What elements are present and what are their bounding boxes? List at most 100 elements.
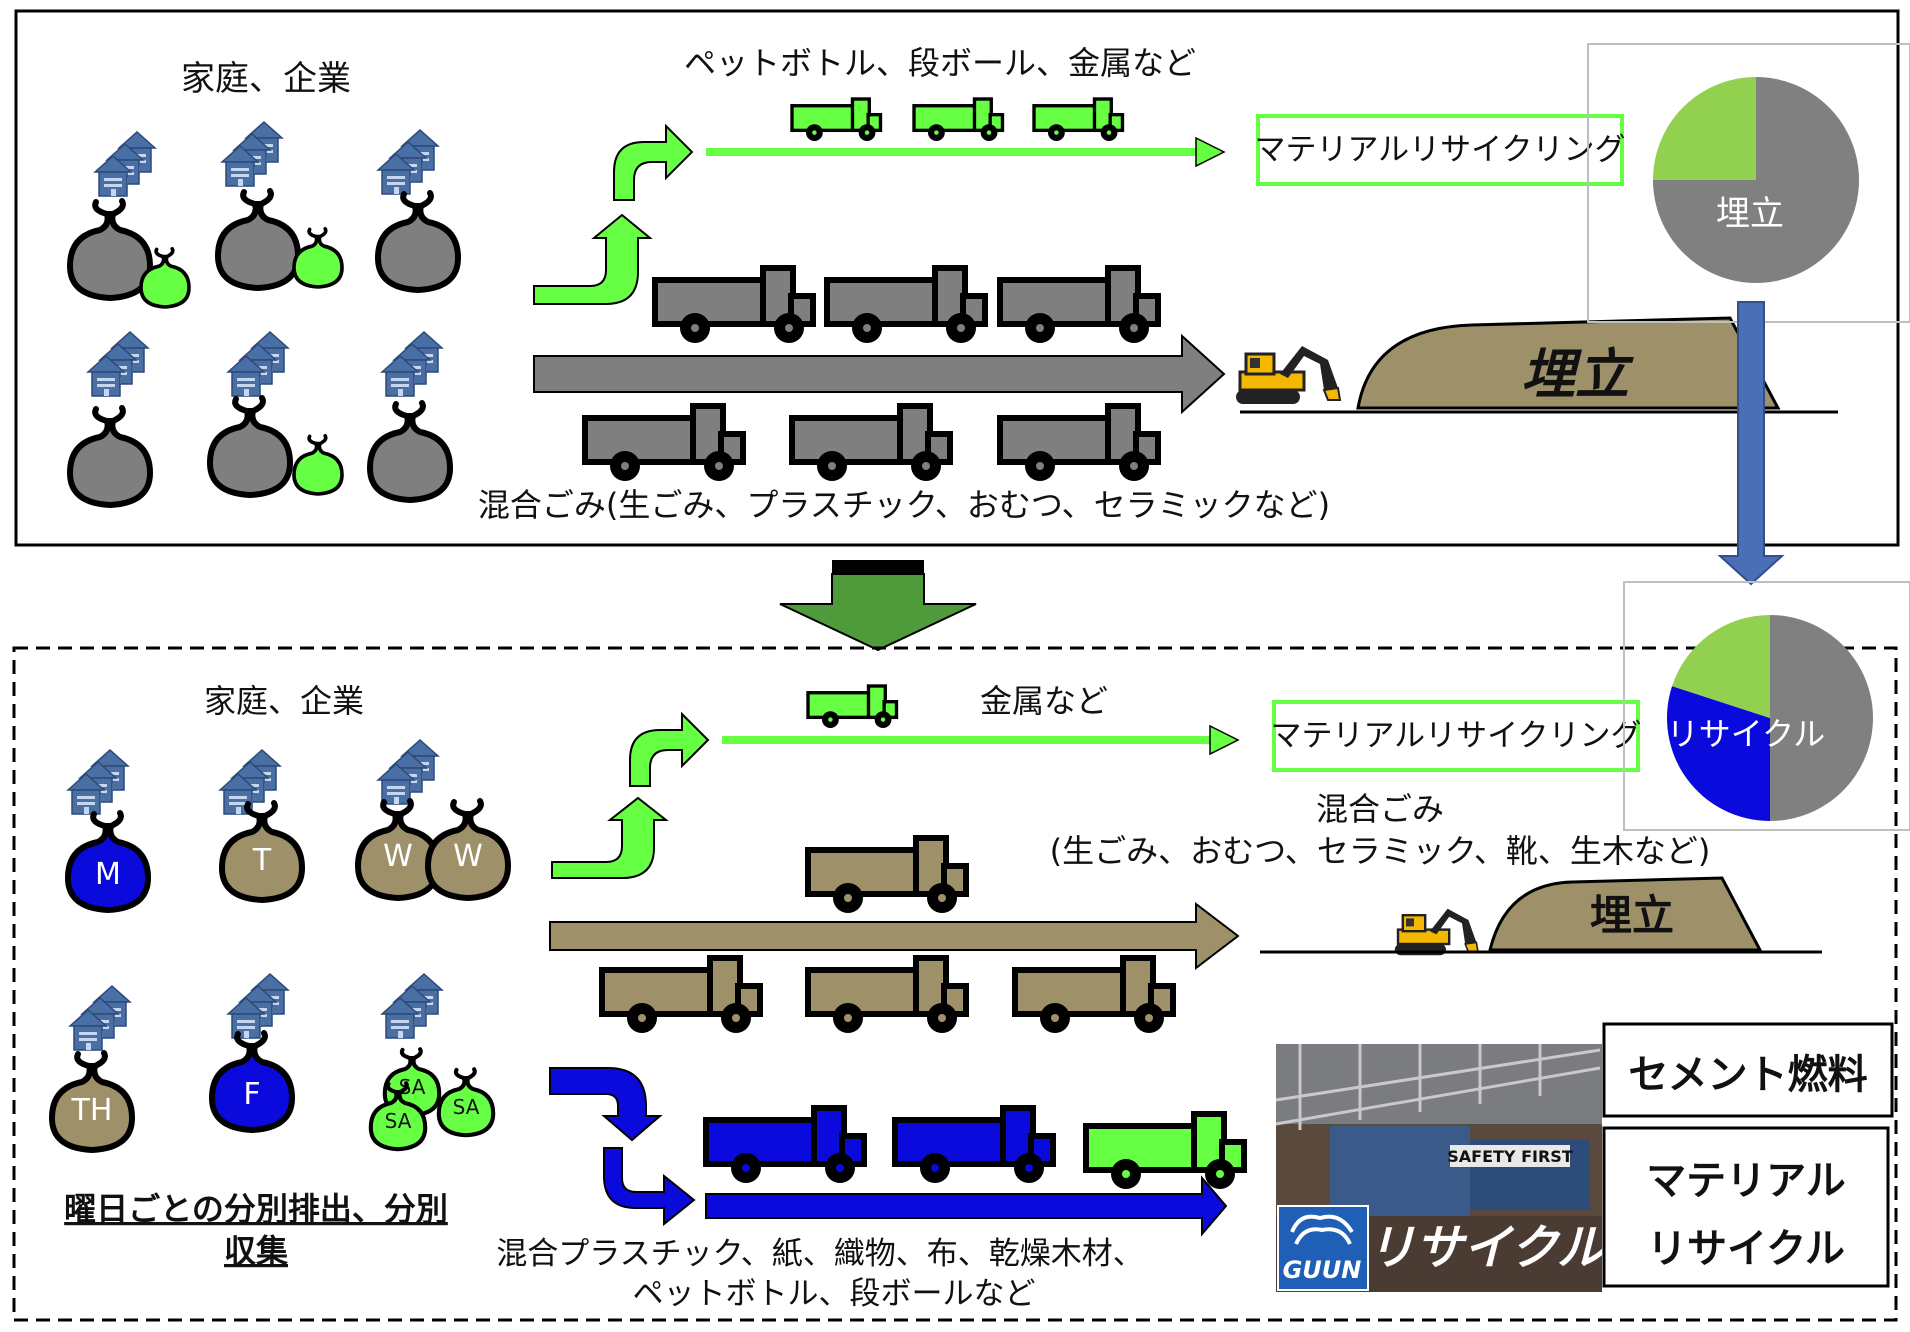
top-landfill-label: 埋立 — [1521, 343, 1634, 406]
bottom-garbage-bags: M T W W TH F SA SA SA — [52, 801, 508, 1150]
household-icon — [95, 132, 155, 196]
top-recycling-arrowhead — [1195, 136, 1226, 168]
brown-truck-icon — [808, 838, 966, 913]
bottom-landfill-mound — [1488, 876, 1763, 952]
transition-arrow-top — [832, 560, 924, 574]
schedule-label-line1: 曜日ごとの分別排出、分別 — [64, 1190, 448, 1228]
cement-fuel-label: セメント燃料 — [1628, 1052, 1867, 1098]
bottom-plastic-line1: 混合プラスチック、紙、織物、布、乾燥木材、 — [496, 1236, 1144, 1272]
pie-slice-green — [1672, 614, 1770, 718]
green-truck-icon — [1032, 97, 1125, 143]
photo-sign: SAFETY FIRST — [1447, 1147, 1573, 1166]
top-pie-chart — [1653, 77, 1859, 283]
household-icon — [228, 974, 288, 1038]
top-mixed-waste-arrow — [533, 333, 1226, 415]
material-recycle-box — [1602, 1126, 1890, 1288]
bottom-blue-trucks — [706, 1108, 1244, 1189]
bottom-curved-green-arrow-lower — [551, 796, 669, 879]
gray-garbage-bag-icon — [218, 191, 298, 288]
brown-truck-icon — [1015, 958, 1173, 1033]
bottom-recycle-flow-arrow — [705, 1175, 1228, 1237]
gray-truck-icon — [1000, 268, 1158, 343]
gray-truck-icon — [655, 268, 813, 343]
household-icon — [222, 122, 282, 186]
top-source-label: 家庭、企業 — [181, 59, 351, 99]
current-system-panel — [14, 9, 1900, 547]
pie-connector-down-arrow — [1717, 301, 1785, 586]
top-recycling-box — [1256, 114, 1624, 186]
photo-banner-text: リサイクル — [1367, 1220, 1607, 1276]
bag-label-sa: SA — [453, 1095, 480, 1119]
blue-truck-icon — [706, 1108, 864, 1183]
bottom-pie-frame — [1623, 581, 1910, 831]
top-excavator-icon — [1234, 344, 1342, 406]
household-icon — [88, 332, 148, 396]
bottom-metal-label: 金属など — [980, 682, 1108, 720]
brown-truck-icon — [602, 958, 760, 1033]
green-truck-icon — [912, 97, 1005, 143]
gray-garbage-bag-icon — [210, 398, 290, 495]
bottom-mixed-detail: (生ごみ、おむつ、セラミック、靴、生木など) — [1050, 832, 1711, 870]
green-garbage-bag-icon — [292, 227, 344, 289]
gray-garbage-bag-icon — [370, 403, 450, 500]
transition-down-arrow — [779, 573, 977, 652]
pie-slice-gray — [1770, 615, 1873, 821]
bottom-recycling-box-label: マテリアルリサイクリング — [1270, 718, 1641, 754]
brown-truck-icon — [808, 958, 966, 1033]
top-mixed-waste-label: 混合ごみ(生ごみ、プラスチック、おむつ、セラミックなど) — [478, 486, 1330, 524]
bottom-mixed-waste-arrow — [549, 901, 1240, 971]
green-truck-icon — [790, 97, 883, 143]
gray-garbage-bag-icon — [70, 201, 150, 298]
bottom-curved-green-arrow-upper — [629, 711, 710, 787]
top-pie-label: 埋立 — [1716, 194, 1784, 234]
bag-label-f: F — [243, 1077, 260, 1112]
top-green-trucks — [790, 97, 1125, 143]
recycling-facility-photo: SAFETY FIRST GUUN リサイクル — [1275, 1044, 1607, 1292]
bottom-recycling-box — [1272, 700, 1640, 772]
top-landfill-mound — [1356, 316, 1781, 410]
gray-truck-icon — [827, 268, 985, 343]
gray-truck-icon — [1000, 406, 1158, 481]
pie-slice-blue — [1667, 686, 1770, 821]
household-icon — [378, 130, 438, 194]
blue-truck-icon — [895, 1108, 1053, 1183]
green-truck-icon — [806, 684, 899, 730]
bag-label-sa: SA — [399, 1075, 426, 1099]
household-icon — [378, 740, 438, 804]
bag-label-w: W — [383, 839, 413, 874]
gray-garbage-bag-icon — [378, 193, 458, 290]
pie-slice-green — [1653, 77, 1756, 180]
bag-label-th: TH — [71, 1093, 113, 1128]
bottom-curved-blue-arrow-upper — [549, 1067, 663, 1142]
top-curved-green-arrow-upper — [613, 123, 694, 201]
bag-label-w: W — [453, 839, 483, 874]
material-recycle-line1: マテリアル — [1646, 1158, 1846, 1204]
household-icon — [228, 332, 288, 396]
gray-truck-icon — [585, 406, 743, 481]
gray-truck-icon — [792, 406, 950, 481]
household-icon — [382, 974, 442, 1038]
bag-label-t: T — [252, 843, 272, 878]
gray-garbage-bag-icon — [70, 408, 150, 505]
bottom-pie-label: リサイクル — [1667, 715, 1825, 753]
cement-fuel-box — [1602, 1022, 1894, 1118]
bottom-pie-chart — [1667, 614, 1873, 821]
bag-label-sa: SA — [385, 1109, 412, 1133]
green-garbage-bag-icon — [292, 433, 344, 496]
bag-label-m: M — [95, 857, 121, 892]
top-recycling-box-label: マテリアルリサイクリング — [1254, 132, 1625, 168]
household-icon — [68, 750, 128, 814]
household-icon — [382, 332, 442, 396]
guun-logo: GUUN — [1283, 1256, 1362, 1284]
top-recyclables-label: ペットボトル、段ボール、金属など — [684, 44, 1196, 82]
bottom-curved-blue-arrow-lower — [603, 1147, 696, 1227]
bottom-landfill-label: 埋立 — [1590, 891, 1674, 940]
schedule-label-line2: 収集 — [224, 1232, 288, 1270]
household-icon — [70, 986, 130, 1050]
bottom-mixed-title: 混合ごみ — [1316, 790, 1444, 828]
bottom-plastic-line2: ペットボトル、段ボールなど — [633, 1276, 1036, 1312]
bottom-source-label: 家庭、企業 — [204, 682, 364, 720]
top-curved-green-arrow-lower — [533, 213, 653, 305]
bottom-recycling-arrowhead — [1209, 724, 1240, 756]
